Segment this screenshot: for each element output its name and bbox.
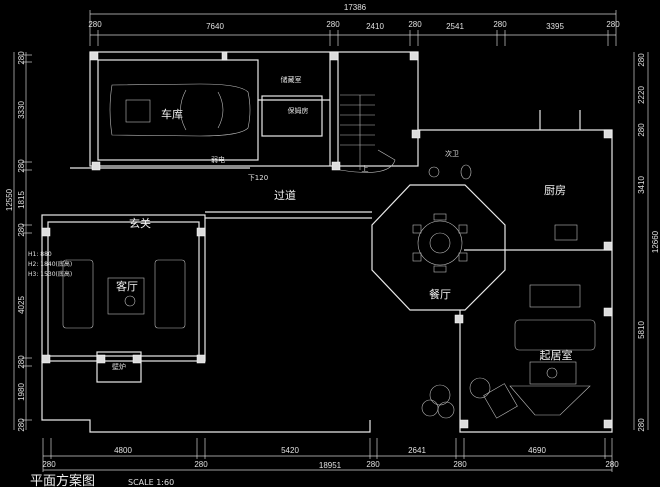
dim-top: 7640 xyxy=(206,22,224,31)
dim-bottom: 5420 xyxy=(281,446,299,455)
dim-left: 280 xyxy=(17,355,26,369)
dim-left: 280 xyxy=(17,418,26,432)
dim-top: 2541 xyxy=(446,22,464,31)
dim-bottom-total: 18951 xyxy=(319,461,342,470)
dim-left: 3330 xyxy=(17,101,26,119)
dim-bottom-wall: 280 xyxy=(194,460,208,469)
plan-title: 平面方案图 xyxy=(30,473,95,487)
dim-right: 280 xyxy=(637,418,646,432)
room-dining: 餐厅 xyxy=(429,287,451,301)
dim-top: 3395 xyxy=(546,22,564,31)
dim-top: 2410 xyxy=(366,22,384,31)
plant-icon xyxy=(421,384,455,419)
note-h2: H2: 1840(底高) xyxy=(28,260,72,268)
dim-bottom-wall: 280 xyxy=(366,460,380,469)
note-step-down: 下120 xyxy=(248,174,268,182)
dim-top-total: 17386 xyxy=(344,3,367,12)
room-garage: 车库 xyxy=(161,107,183,121)
dim-bottom-wall: 280 xyxy=(453,460,467,469)
dim-right: 3410 xyxy=(637,176,646,194)
dim-top: 280 xyxy=(606,20,620,29)
dim-right: 2220 xyxy=(637,86,646,104)
columns xyxy=(41,51,613,429)
left-dimensions: 280 3330 280 1815 280 4025 280 1980 280 … xyxy=(5,51,72,432)
dim-left: 280 xyxy=(17,223,26,237)
room-labels: 车库 储藏室 保姆房 弱电 下120 上 过道 次卫 厨房 玄关 客厅 壁炉 餐… xyxy=(112,75,573,371)
room-corridor: 过道 xyxy=(274,188,296,202)
room-fireplace: 壁炉 xyxy=(112,362,126,371)
room-storage: 储藏室 xyxy=(281,75,302,84)
dim-left: 280 xyxy=(17,159,26,173)
dim-left: 4025 xyxy=(17,296,26,314)
dim-right-total: 12660 xyxy=(651,230,660,253)
dim-top: 280 xyxy=(88,20,102,29)
room-family: 起居室 xyxy=(540,348,573,362)
room-kitchen: 厨房 xyxy=(544,184,566,197)
room-living: 客厅 xyxy=(116,279,138,293)
note-h3: H3: 1530(底高) xyxy=(28,270,72,278)
dim-right: 280 xyxy=(637,53,646,67)
dim-bottom-wall: 280 xyxy=(605,460,619,469)
dim-top: 280 xyxy=(493,20,507,29)
room-weak-current: 弱电 xyxy=(211,155,225,164)
dim-left: 1815 xyxy=(17,191,26,209)
dim-right: 280 xyxy=(637,123,646,137)
dim-bottom: 4800 xyxy=(114,446,132,455)
dim-bottom: 4690 xyxy=(528,446,546,455)
room-guest-bath: 次卫 xyxy=(445,149,459,158)
dim-top: 280 xyxy=(408,20,422,29)
kitchen-fixtures xyxy=(428,164,578,241)
sofa-icon xyxy=(62,259,596,419)
dim-left-total: 12550 xyxy=(5,188,14,211)
plan-scale: SCALE 1:60 xyxy=(128,478,174,487)
right-dimensions: 280 2220 280 3410 5810 280 12660 xyxy=(633,52,660,432)
dim-bottom-wall: 280 xyxy=(42,460,56,469)
bottom-dimensions: 4800 5420 2641 4690 280 280 18951 280 28… xyxy=(42,438,619,472)
note-h1: H1: 880 xyxy=(28,251,52,258)
dim-left: 280 xyxy=(17,51,26,65)
dining-table-icon xyxy=(412,213,468,273)
dim-bottom: 2641 xyxy=(408,446,426,455)
room-foyer: 玄关 xyxy=(129,216,151,230)
dim-top: 280 xyxy=(326,20,340,29)
top-dimensions: 17386 280 7640 280 2410 280 2541 280 339… xyxy=(88,3,620,46)
walls xyxy=(41,51,613,433)
dim-right: 5810 xyxy=(637,321,646,339)
room-nanny: 保姆房 xyxy=(288,106,309,115)
note-up: 上 xyxy=(362,164,369,173)
dim-left: 1980 xyxy=(17,383,26,401)
car-icon xyxy=(109,83,251,137)
